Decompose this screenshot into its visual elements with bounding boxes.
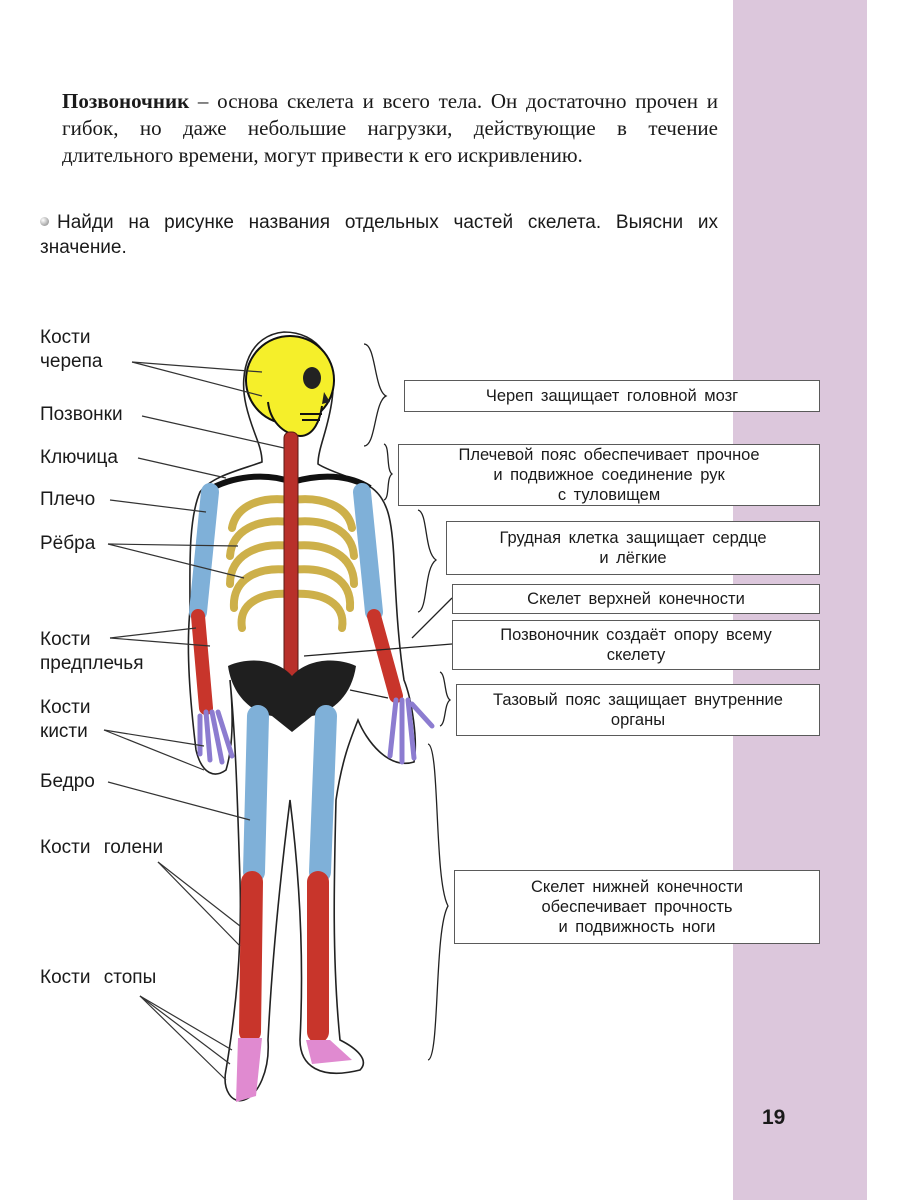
teeth xyxy=(300,413,322,421)
page-number: 19 xyxy=(762,1106,786,1129)
intro-text: – основа скелета и всего тела. Он достат… xyxy=(62,89,718,167)
box-chest: Грудная клетка защищает сердце и лёгкие xyxy=(446,521,820,575)
left-hand xyxy=(197,709,235,765)
task-paragraph: Найди на рисунке названия отдельных част… xyxy=(40,210,718,260)
label-shin-bones: Кости голени xyxy=(40,837,164,858)
right-hand xyxy=(387,697,435,765)
task-text: Найди на рисунке названия отдельных част… xyxy=(40,212,718,258)
pointer-lines xyxy=(103,361,285,1081)
box-pelvis: Тазовый пояс защищает внутренние органы xyxy=(456,684,820,736)
intro-paragraph: Позвоночник – основа скелета и всего тел… xyxy=(62,88,718,169)
jaw xyxy=(267,401,323,438)
label-hand-bones: Кости кисти xyxy=(40,697,91,742)
box-lower-limb: Скелет нижней конечности обеспечивает пр… xyxy=(454,870,820,944)
skull xyxy=(245,335,335,438)
left-humerus xyxy=(189,483,219,621)
label-thigh: Бедро xyxy=(40,771,95,792)
label-vertebrae: Позвонки xyxy=(40,404,123,425)
left-forearm xyxy=(191,609,213,715)
right-foot xyxy=(306,1040,352,1064)
spine xyxy=(283,431,299,709)
body-outline xyxy=(187,331,417,1102)
intro-term: Позвоночник xyxy=(62,89,190,113)
box-spine: Позвоночник создаёт опору всему скелету xyxy=(452,620,820,670)
left-femur xyxy=(243,705,269,883)
page-edge xyxy=(867,0,900,1200)
eye-socket xyxy=(303,367,321,389)
label-skull-bones: Кости черепа xyxy=(40,327,103,372)
box-upper-limb: Скелет верхней конечности xyxy=(452,584,820,614)
right-femur xyxy=(309,705,337,883)
right-humerus xyxy=(353,483,383,621)
box-skull: Череп защищает головной мозг xyxy=(404,380,820,412)
bullet-icon xyxy=(40,217,49,226)
label-foot-bones: Кости стопы xyxy=(40,967,157,988)
box-shoulder-girdle: Плечевой пояс обеспечивает прочное и под… xyxy=(398,444,820,506)
label-ribs: Рёбра xyxy=(40,533,96,554)
braces xyxy=(303,343,453,1061)
pelvis xyxy=(228,660,356,732)
left-shin xyxy=(239,871,263,1043)
nose-cavity xyxy=(322,392,330,404)
right-forearm xyxy=(367,609,403,703)
label-forearm-bones: Кости предплечья xyxy=(40,629,144,674)
left-foot xyxy=(236,1038,262,1102)
label-shoulder: Плечо xyxy=(40,489,96,510)
label-clavicle: Ключица xyxy=(40,447,118,468)
rib-cage xyxy=(226,495,358,632)
